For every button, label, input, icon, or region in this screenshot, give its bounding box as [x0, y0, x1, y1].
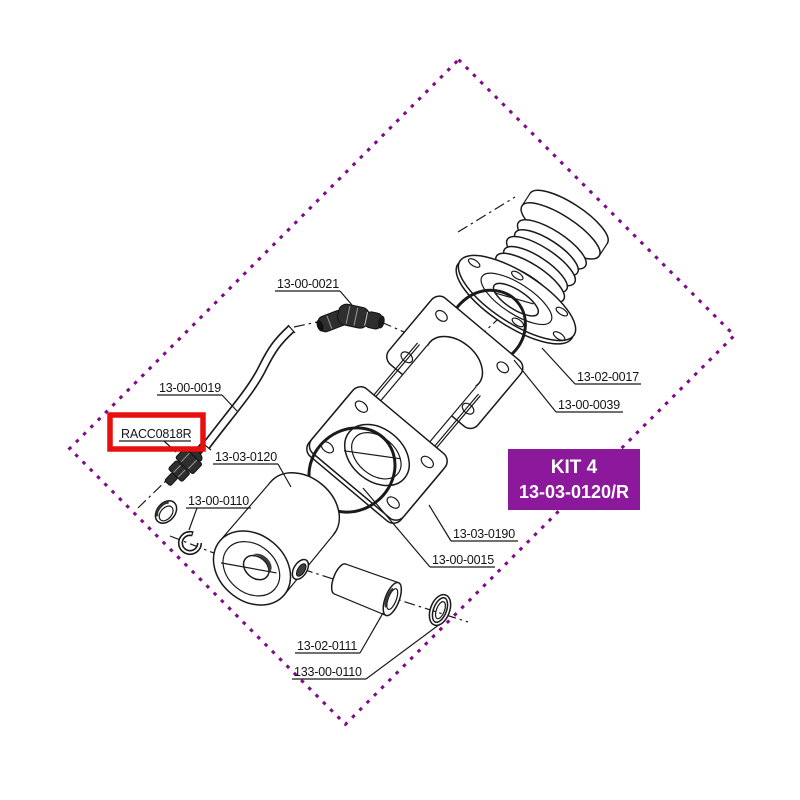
cylinder-side-boss: [291, 558, 310, 581]
bolt-hole: [552, 331, 566, 341]
kit-badge-title: KIT 4: [551, 457, 598, 478]
bolt-hole: [400, 351, 414, 364]
leader-lines: [119, 290, 641, 680]
bolt-hole: [435, 309, 448, 322]
part-label-circlip[interactable]: 13-00-0110: [188, 494, 249, 508]
part-piston-sleeve: [330, 563, 403, 617]
bolt-hole: [496, 361, 510, 374]
bolt-hole: [461, 402, 475, 415]
part-label-hose[interactable]: 13-00-0019: [159, 381, 221, 395]
axis-elbow-flange: [380, 321, 419, 339]
part-label-elbow-fitting[interactable]: 13-00-0021: [277, 277, 339, 291]
part-seal-ring: [428, 593, 452, 627]
cylinder-bore: [242, 554, 270, 581]
part-cylinder-body: [212, 472, 341, 606]
bolt-hole: [511, 317, 525, 328]
kit-badge-background[interactable]: [508, 449, 640, 510]
part-bellows-flange: [455, 189, 609, 345]
part-port-cap: [154, 500, 178, 524]
highlight-box: [107, 412, 206, 452]
bolt-hole: [354, 400, 369, 413]
part-label-cylinder-body[interactable]: 13-03-0120: [215, 450, 277, 464]
part-label-piston-sleeve[interactable]: 13-02-0111: [297, 639, 358, 653]
kit-boundary-dashed-border: [67, 57, 737, 727]
part-label-o-ring-rear[interactable]: 13-00-0039: [558, 398, 620, 412]
part-label-straight-fitting-highlighted[interactable]: RACC0818R: [121, 427, 192, 441]
part-label-o-ring-front[interactable]: 13-00-0015: [432, 553, 494, 567]
bore-shadow: [252, 553, 272, 575]
bolt-hole: [386, 496, 400, 509]
kit-badge-part-number: 13-03-0120/R: [519, 482, 629, 502]
axis-above-bellows: [457, 196, 516, 233]
bolt-hole: [467, 258, 481, 268]
kit-badge[interactable]: KIT 4 13-03-0120/R: [508, 449, 640, 510]
part-elbow-fitting: [316, 303, 385, 333]
bolt-hole: [420, 455, 434, 469]
part-circlip: [177, 530, 203, 556]
bolt-hole: [555, 306, 569, 317]
part-label-flange-assembly[interactable]: 13-03-0190: [453, 527, 515, 541]
part-flange-assembly: [306, 295, 524, 524]
part-label-bellows-flange[interactable]: 13-02-0017: [577, 370, 639, 384]
part-label-seal-ring[interactable]: 133-00-0110: [294, 665, 362, 679]
part-labels: 13-00-0021 13-00-0019 RACC0818R 13-03-01…: [121, 277, 639, 679]
bolt-hole: [510, 270, 524, 281]
